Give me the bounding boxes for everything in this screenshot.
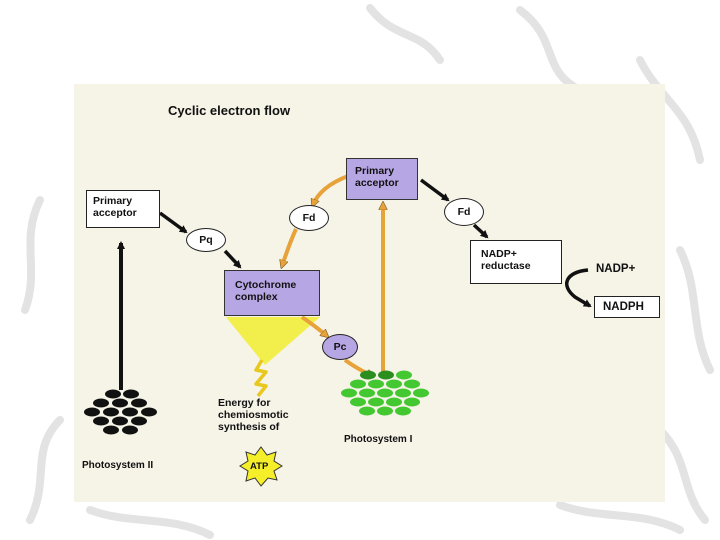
- arrow-fd-to-cytochrome: [282, 228, 298, 266]
- arrow-acceptor-to-pq: [158, 211, 188, 234]
- light-energy-beam: [226, 317, 320, 365]
- energy-line-1: Energy for: [218, 397, 271, 409]
- arrow-cytochrome-to-pc: [300, 315, 327, 336]
- nadp-reductase-box: NADP+ reductase: [470, 240, 562, 284]
- nadp-reductase-line-2: reductase: [481, 260, 531, 272]
- atp-star-shape: [239, 446, 283, 487]
- arrow-pq-to-cytochrome: [223, 249, 242, 269]
- cytochrome-line-2: complex: [235, 291, 278, 303]
- pc-oval: Pc: [322, 334, 358, 360]
- psii-acceptor-line-1: Primary: [93, 195, 133, 207]
- psi-primary-acceptor-box: Primary acceptor: [346, 158, 418, 200]
- energy-bolt: [254, 359, 268, 398]
- nadph-label: NADPH: [603, 301, 644, 313]
- fd-right-oval: Fd: [444, 198, 484, 226]
- arrow-acceptor-to-fd: [419, 178, 450, 202]
- photosystem-ii-cluster: [84, 389, 157, 435]
- energy-line-3: synthesis of: [218, 421, 280, 433]
- psii-acceptor-line-2: acceptor: [93, 207, 137, 219]
- photosystem-i-label: Photosystem I: [344, 434, 413, 445]
- psii-primary-acceptor-box: Primary acceptor: [86, 190, 160, 228]
- arrow-acceptor-to-fd-left: [313, 174, 349, 205]
- nadp-reductase-line-1: NADP+: [481, 248, 517, 260]
- pq-oval: Pq: [186, 228, 226, 252]
- psi-acceptor-line-2: acceptor: [355, 177, 399, 189]
- cytochrome-complex-box: Cytochrome complex: [224, 270, 320, 316]
- photosystem-i-cluster: [341, 370, 429, 416]
- nadph-box: NADPH: [594, 296, 660, 318]
- nadp-plus-label: NADP+: [596, 263, 636, 275]
- diagram-title: Cyclic electron flow: [168, 103, 291, 118]
- cytochrome-line-1: Cytochrome: [235, 279, 297, 291]
- fd-left-oval: Fd: [289, 205, 329, 231]
- arrow-fd-to-reductase: [472, 223, 489, 239]
- diagram-panel: [74, 84, 665, 502]
- energy-label: Energy for chemiosmotic synthesis of: [218, 397, 289, 433]
- psi-acceptor-line-1: Primary: [355, 165, 395, 177]
- energy-line-2: chemiosmotic: [218, 409, 289, 421]
- atp-label: ATP: [250, 461, 269, 472]
- photosystem-ii-label: Photosystem II: [82, 460, 154, 471]
- arrow-nadp-to-nadph: [565, 268, 592, 308]
